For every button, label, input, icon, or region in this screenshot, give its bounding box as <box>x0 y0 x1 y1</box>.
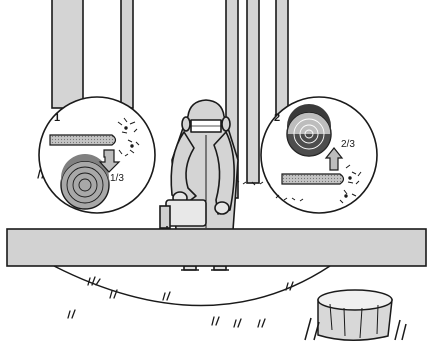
chainsaw-bar <box>50 135 116 145</box>
tree-trunk <box>52 0 83 108</box>
inset-step-2: 2 2/3 <box>261 97 377 213</box>
worker-glove <box>215 202 229 214</box>
ear-muff <box>182 117 190 131</box>
step-number: 2 <box>274 112 280 124</box>
ear-muff <box>222 117 230 131</box>
chainsaw-body <box>166 200 206 226</box>
grass-tuft <box>212 317 219 325</box>
grass-tuft <box>68 310 75 318</box>
grass-tuft <box>258 319 265 327</box>
ground-line <box>54 266 330 306</box>
tree-trunk <box>121 0 133 108</box>
step-fraction: 1/3 <box>110 173 124 184</box>
log <box>7 229 426 266</box>
step-fraction: 2/3 <box>341 139 355 150</box>
grass-tuft <box>234 319 241 327</box>
log-cross-section <box>287 104 331 156</box>
worker-helmet <box>186 100 226 121</box>
tree-stump <box>305 290 406 340</box>
inset-step-1: 1 1/3 <box>39 97 155 213</box>
log-body <box>7 229 426 266</box>
tree-trunk <box>247 0 259 183</box>
chainsaw-bar <box>282 174 344 184</box>
step-number: 1 <box>54 112 60 124</box>
grass-tuft <box>163 292 170 300</box>
